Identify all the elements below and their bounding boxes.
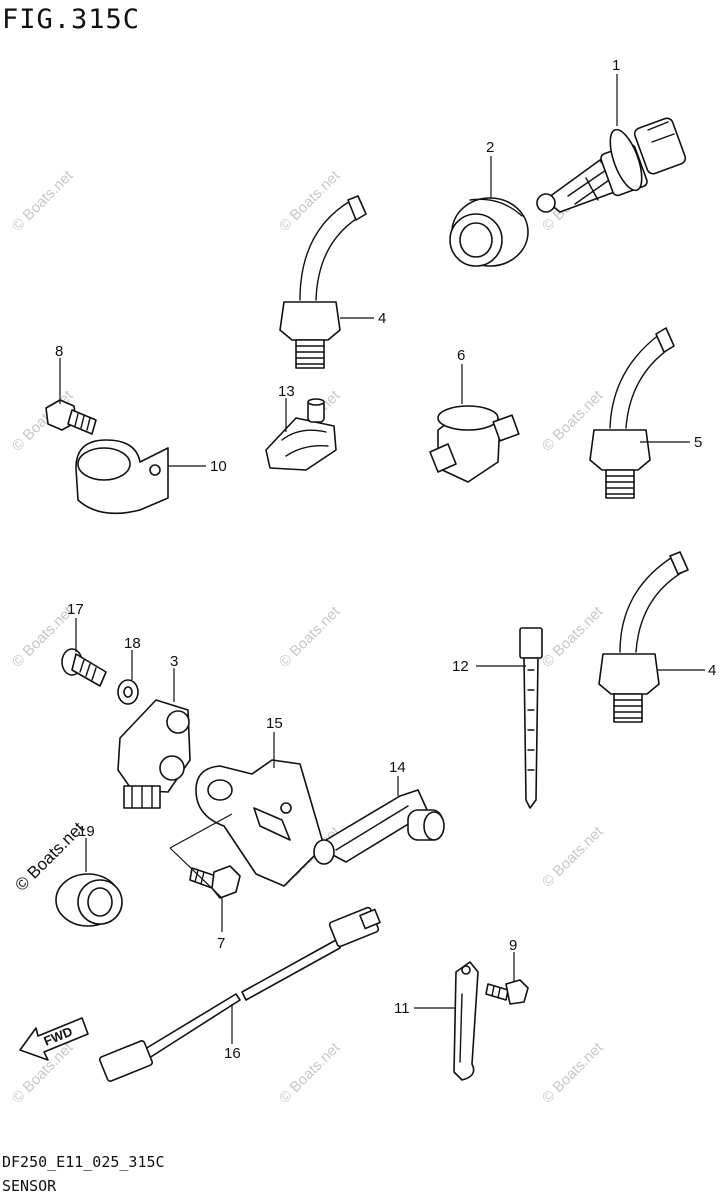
part-14-lever[interactable] xyxy=(313,789,445,865)
part-2-grommet[interactable] xyxy=(449,197,529,267)
callout-10: 10 xyxy=(210,458,227,475)
part-16-harness[interactable] xyxy=(98,906,381,1082)
watermark: © Boats.net xyxy=(539,1039,607,1107)
callout-4-right: 4 xyxy=(708,662,716,679)
callout-2: 2 xyxy=(486,139,494,156)
callout-7: 7 xyxy=(217,935,225,952)
part-8-bolt[interactable] xyxy=(45,399,97,435)
callout-13: 13 xyxy=(278,383,295,400)
watermark: © Boats.net xyxy=(276,603,344,671)
callout-14: 14 xyxy=(389,759,406,776)
diagram-code: DF250_E11_025_315C xyxy=(2,1153,165,1171)
callout-19: 19 xyxy=(78,823,95,840)
watermark: © Boats.net xyxy=(276,1039,344,1107)
diagram-caption: SENSOR xyxy=(2,1177,57,1195)
callout-numbers: 1 2 3 4 4 5 6 7 8 9 10 11 12 13 14 15 16… xyxy=(55,57,716,1062)
part-9-bolt[interactable] xyxy=(485,979,529,1005)
callout-12: 12 xyxy=(452,658,469,675)
part-7-bolt[interactable] xyxy=(189,865,241,899)
callout-8: 8 xyxy=(55,343,63,360)
part-4-switch-top[interactable] xyxy=(279,195,367,369)
callout-9: 9 xyxy=(509,937,517,954)
callout-5: 5 xyxy=(694,434,702,451)
callout-17: 17 xyxy=(67,601,84,618)
callout-16: 16 xyxy=(224,1045,241,1062)
part-6-knock-sensor[interactable] xyxy=(429,405,520,483)
part-13-clip[interactable] xyxy=(265,398,337,471)
part-12-cable-tie[interactable] xyxy=(519,627,543,809)
part-3-tps[interactable] xyxy=(117,699,191,809)
watermark: © Boats.net xyxy=(539,603,607,671)
part-1-sensor[interactable] xyxy=(536,117,687,213)
callout-1: 1 xyxy=(612,57,620,74)
callout-4-top: 4 xyxy=(378,310,386,327)
part-11-band[interactable] xyxy=(453,961,479,1081)
part-18-washer[interactable] xyxy=(117,679,139,705)
watermark: © Boats.net xyxy=(9,167,77,235)
figure-title: FIG.315C xyxy=(2,4,141,35)
callout-15: 15 xyxy=(266,715,283,732)
part-4-switch-right[interactable] xyxy=(598,551,689,723)
part-5-switch[interactable] xyxy=(589,327,675,499)
callout-11: 11 xyxy=(394,1000,410,1017)
watermark: © Boats.net xyxy=(276,167,344,235)
part-17-bolt[interactable] xyxy=(61,648,107,687)
callout-3: 3 xyxy=(170,653,178,670)
part-19-grommet[interactable] xyxy=(55,873,123,927)
part-15-bracket[interactable] xyxy=(195,759,325,887)
leader-lines xyxy=(59,74,705,1044)
callout-6: 6 xyxy=(457,347,465,364)
part-10-clamp[interactable] xyxy=(75,439,169,515)
callout-18: 18 xyxy=(124,635,141,652)
watermark: © Boats.net xyxy=(539,823,607,891)
